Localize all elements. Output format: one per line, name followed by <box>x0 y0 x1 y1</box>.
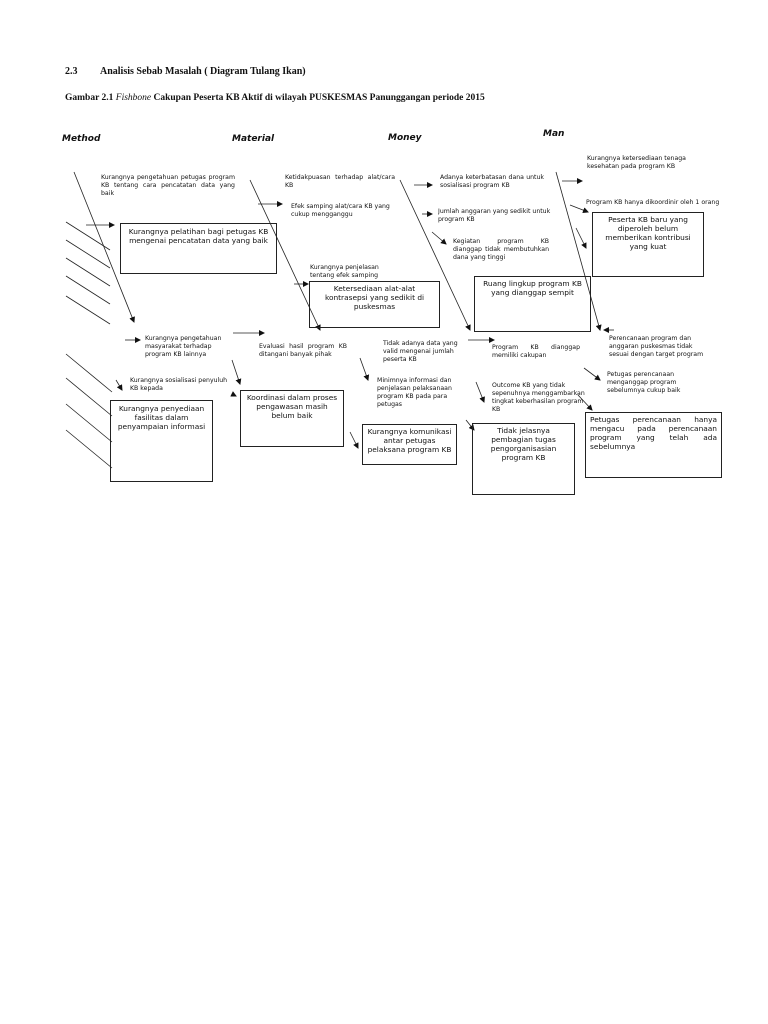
man-box-1: Peserta KB baru yang diperoleh belum mem… <box>592 212 704 277</box>
money-cause-5: Outcome KB yang tidak sepenuhnya menggam… <box>492 382 585 413</box>
man-cause-4: Petugas perencanaan menganggap program s… <box>607 371 681 394</box>
method-cause-2: Kurangnya pengetahuan masyarakat terhada… <box>145 335 222 358</box>
man-cause-3: Perencanaan program dan anggaran puskesm… <box>609 335 704 358</box>
material-box-1: Ketersediaan alat-alat kontrasepsi yang … <box>309 281 440 328</box>
material-cause-4: Evaluasi hasil program KB ditangani bany… <box>259 343 347 358</box>
man-box-2: Petugas perencanaan hanya mengacu pada p… <box>585 412 722 478</box>
category-money: Money <box>388 133 422 143</box>
material-box-2: Koordinasi dalam proses pengawasan masih… <box>240 390 344 447</box>
figure-rest: Cakupan Peserta KB Aktif di wilayah PUSK… <box>153 93 485 103</box>
method-cause-3: Kurangnya sosialisasi penyuluh KB kepada <box>130 377 228 392</box>
money-cause-1: Adanya keterbatasan dana untuk sosialisa… <box>440 174 544 189</box>
category-material: Material <box>232 134 275 144</box>
man-cause-2: Program KB hanya dikoordinir oleh 1 oran… <box>586 199 720 206</box>
material-cause-2: Efek samping alat/cara KB yang cukup men… <box>291 203 390 218</box>
money-cause-4: Program KB dianggap memiliki cakupan <box>492 344 580 359</box>
material-cause-6: Minimnya informasi dan penjelasan pelaks… <box>377 377 452 408</box>
money-box-1: Ruang lingkup program KB yang dianggap s… <box>474 276 591 332</box>
material-cause-1: Ketidakpuasan terhadap alat/cara KB <box>285 174 395 189</box>
man-cause-1: Kurangnya ketersediaan tenaga kesehatan … <box>587 155 686 170</box>
money-cause-2: Jumlah anggaran yang sedikit untuk progr… <box>438 208 551 223</box>
method-box-1: Kurangnya pelatihan bagi petugas KB meng… <box>120 223 277 274</box>
material-cause-5: Tidak adanya data yang valid mengenai ju… <box>383 340 458 363</box>
figure-italic: Fishbone <box>115 93 152 103</box>
money-box-2: Tidak jelasnya pembagian tugas pengorgan… <box>472 423 575 495</box>
material-cause-3: Kurangnya penjelasan tentang efek sampin… <box>310 264 379 279</box>
figure-caption: Gambar 2.1 Fishbone Cakupan Peserta KB A… <box>65 93 485 103</box>
method-box-2: Kurangnya penyediaan fasilitas dalam pen… <box>110 400 213 482</box>
material-box-3: Kurangnya komunikasi antar petugas pelak… <box>362 424 457 465</box>
figure-prefix: Gambar 2.1 <box>65 93 114 103</box>
category-man: Man <box>543 129 565 139</box>
section-number: 2.3 <box>65 66 78 77</box>
category-method: Method <box>62 134 101 144</box>
section-title: Analisis Sebab Masalah ( Diagram Tulang … <box>100 66 306 77</box>
method-cause-1: Kurangnya pengetahuan petugas program KB… <box>101 174 235 197</box>
money-cause-3: Kegiatan program KB dianggap tidak membu… <box>453 238 549 261</box>
